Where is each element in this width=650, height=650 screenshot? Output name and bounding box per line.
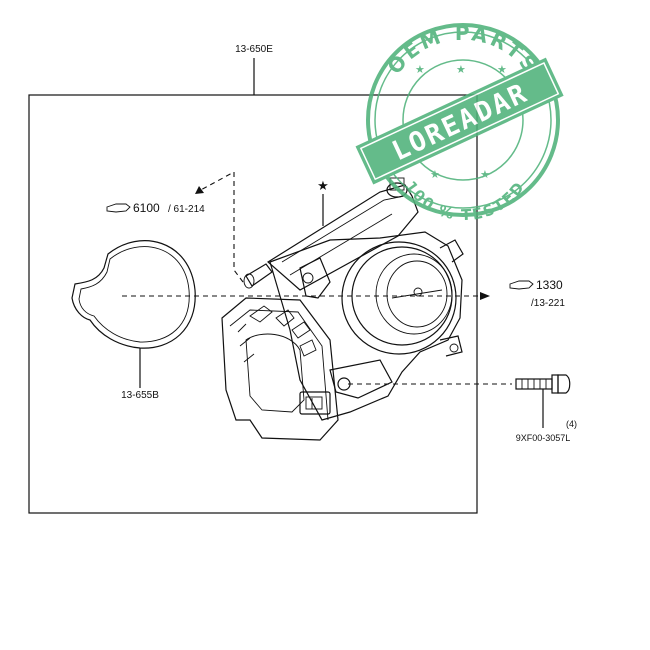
quality-stamp: OEM PARTS 100 % TESTED ★ ★ ★ ★ ★ LOREADA… bbox=[355, 21, 564, 224]
pointing-hand-icon bbox=[509, 280, 534, 290]
gasket-number: 13-655B bbox=[121, 390, 159, 401]
svg-text:★: ★ bbox=[480, 168, 490, 181]
left-ref-sub: / 61-214 bbox=[168, 204, 205, 215]
right-ref-sub: /13-221 bbox=[531, 298, 565, 309]
left-ref-callout: 6100 / 61-214 bbox=[106, 201, 205, 215]
svg-text:100 % TESTED: 100 % TESTED bbox=[401, 177, 529, 224]
assembly-number: 13-650E bbox=[235, 44, 273, 55]
right-ref-main: 1330 bbox=[536, 278, 563, 292]
left-ref-arrow bbox=[195, 186, 204, 194]
right-ref-callout: 1330 /13-221 bbox=[509, 278, 565, 309]
star-marker: ★ bbox=[317, 178, 329, 193]
bolt bbox=[515, 374, 571, 394]
throttle-body bbox=[221, 177, 464, 441]
svg-text:★: ★ bbox=[456, 63, 466, 76]
stamp-bottom-text: 100 % TESTED bbox=[401, 177, 527, 224]
left-ref-leader bbox=[196, 171, 244, 283]
right-arrow bbox=[480, 292, 490, 300]
pointing-hand-icon bbox=[106, 203, 131, 213]
gasket bbox=[71, 240, 196, 349]
bolt-quantity: (4) bbox=[566, 419, 577, 429]
bolt-number: 9XF00-3057L bbox=[516, 433, 571, 443]
diagram-frame bbox=[28, 94, 478, 514]
svg-text:★: ★ bbox=[430, 168, 440, 181]
svg-text:★: ★ bbox=[415, 63, 425, 76]
left-ref-main: 6100 bbox=[133, 201, 160, 215]
svg-text:★: ★ bbox=[497, 63, 507, 76]
